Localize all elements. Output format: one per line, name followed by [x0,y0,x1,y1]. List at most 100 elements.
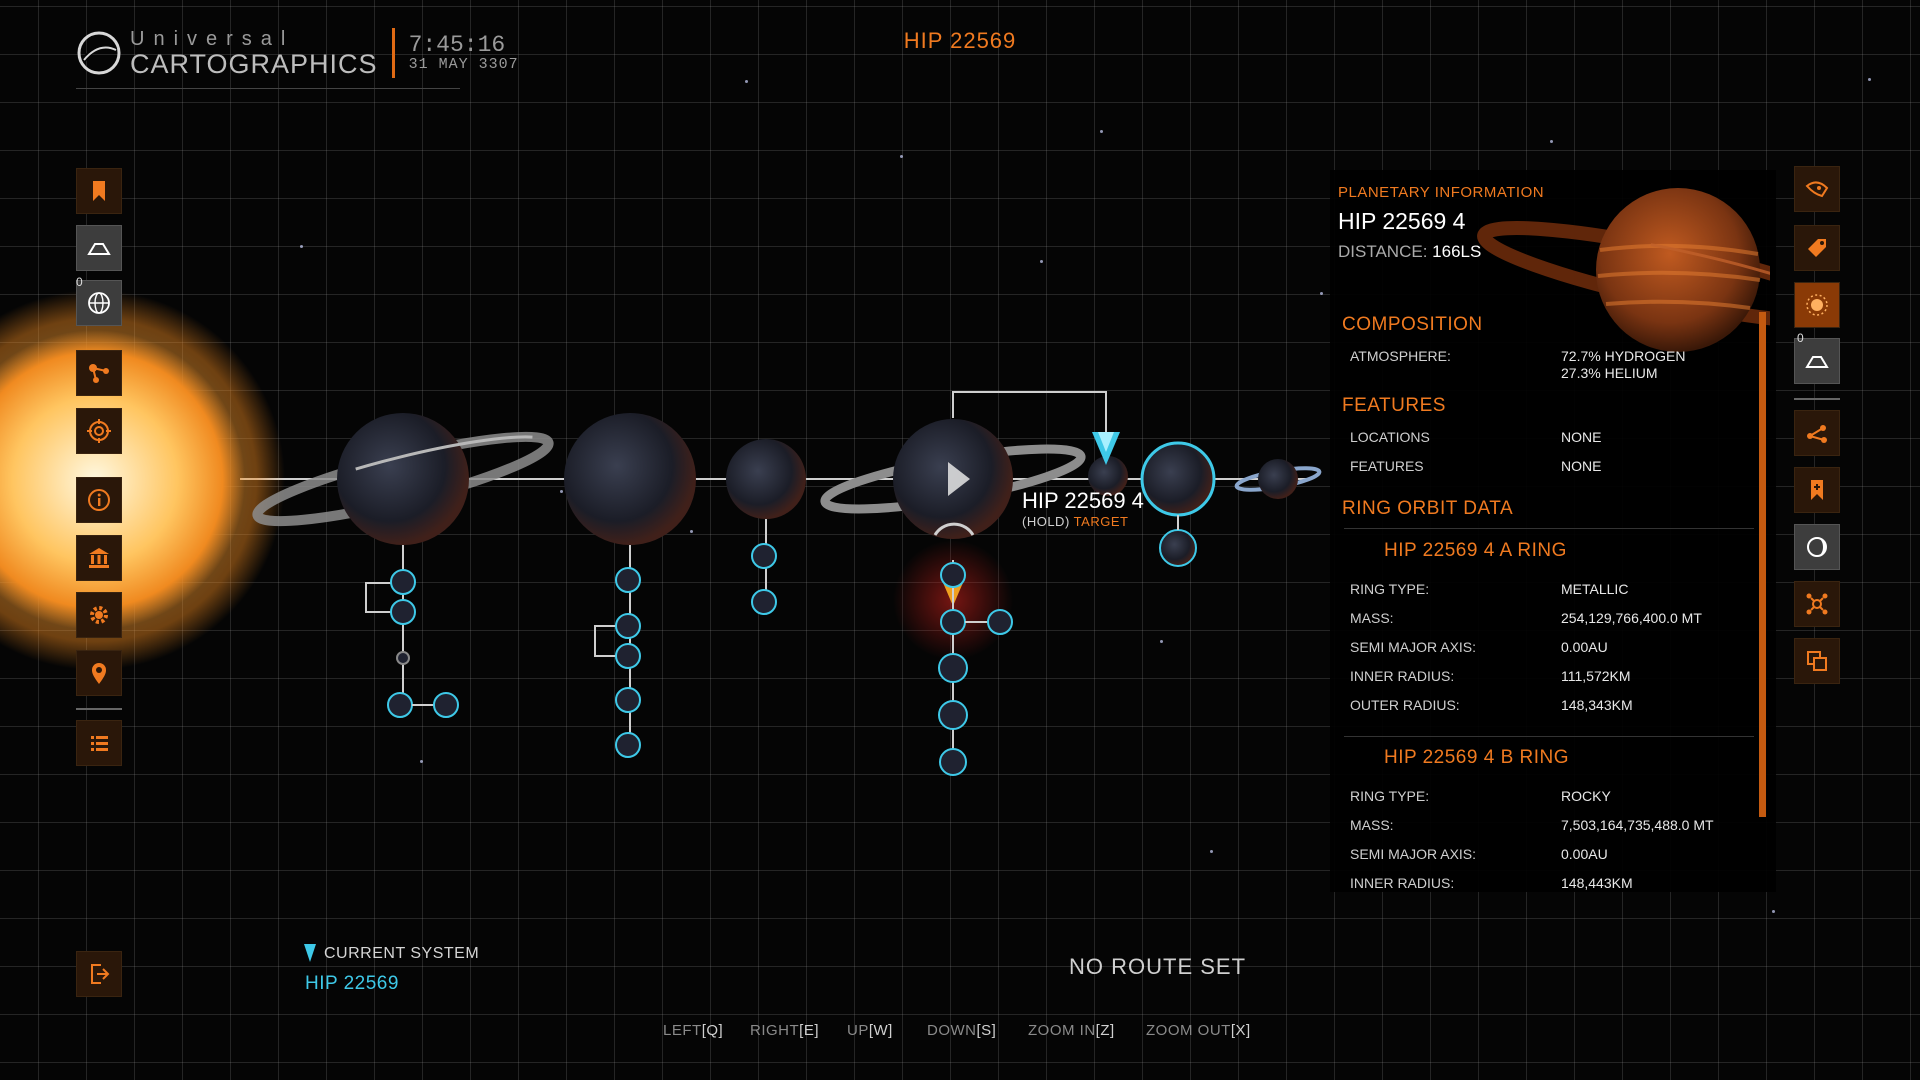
ring-b-sma-label: SEMI MAJOR AXIS: [1350,846,1477,862]
target-hint-key: (HOLD) [1022,514,1070,529]
tag-button[interactable] [1794,225,1840,271]
hand-info-icon [1805,181,1829,198]
ring-a-inner-value: 111,572KM [1561,668,1631,684]
planet-3[interactable] [726,439,806,519]
ring-a-type-value: METALLIC [1561,581,1629,597]
ring-a-divider [1344,528,1754,529]
panel-scrollbar[interactable] [1759,312,1766,817]
copy-button[interactable] [1794,638,1840,684]
sun-icon [1806,294,1828,316]
tools-button[interactable] [1794,166,1840,212]
star-primary[interactable] [0,290,285,670]
landing-dome-icon [87,243,111,255]
location-pin-icon [92,663,106,684]
key-hint-zoom-out-label: ZOOM OUT [1146,1022,1231,1039]
ring-b-inner-value: 148,443KM [1561,875,1633,891]
current-system-icon [304,944,316,962]
ring-a-mass-label: MASS: [1350,610,1394,626]
left-toolbar-divider [76,708,122,710]
moon-tree-planet-3[interactable] [751,519,777,615]
ring-a-sma-label: SEMI MAJOR AXIS: [1350,639,1477,655]
ring-b-type-value: ROCKY [1561,788,1611,804]
planet-5-moon[interactable] [1159,529,1197,567]
planet-4-ring-marker[interactable] [1088,456,1128,496]
key-hint-right-label: RIGHT [750,1022,800,1039]
globe-icon [88,292,110,314]
bank-icon [89,548,109,568]
planet-4-selected[interactable] [820,419,1086,660]
globe-filter-button[interactable]: 0 [76,275,122,326]
key-hint-zoom-in-key: [Z] [1095,1022,1115,1039]
target-hint-action[interactable]: TARGET [1073,514,1129,529]
key-hint-down-key: [S] [976,1022,997,1039]
targeting-button[interactable] [76,408,122,454]
ring-b-mass-value: 7,503,164,735,488.0 MT [1561,817,1714,833]
system-title: HIP 22569 [903,28,1017,53]
list-icon [91,736,108,751]
key-hint-down-label: DOWN [927,1022,977,1039]
target-label[interactable]: HIP 22569 4 [1022,488,1144,513]
key-hint-right-key: [E] [799,1022,820,1039]
route-button[interactable] [76,350,122,396]
ring-a-inner-label: INNER RADIUS: [1350,668,1455,684]
header-divider [76,88,460,89]
ring-a-outer-value: 148,343KM [1561,697,1633,713]
settings-gear-icon [90,606,108,624]
key-hint-up-key: [W] [868,1022,893,1039]
info-button[interactable] [76,477,122,523]
exit-map-button[interactable] [76,951,122,997]
add-bookmark-button[interactable] [1794,467,1840,513]
locations-button[interactable] [76,650,122,696]
moon-tree-planet-1[interactable] [365,545,459,718]
clock-time: 7:45:16 [408,32,506,59]
star-filter-button[interactable] [1794,282,1840,328]
list-view-button[interactable] [76,720,122,766]
moon-tree-planet-4[interactable] [938,560,1013,776]
stations-button-right[interactable]: 0 [1794,331,1840,384]
planetary-info-panel[interactable]: PLANETARY INFORMATION HIP 22569 4 DISTAN… [1330,170,1776,892]
ring-b-type-label: RING TYPE: [1350,788,1430,804]
ring-a-outer-label: OUTER RADIUS: [1350,697,1460,713]
stations-filter-button[interactable] [76,225,122,271]
right-toolbar-divider [1794,398,1840,400]
key-hint-zoom-in-label: ZOOM IN [1028,1022,1096,1039]
settings-button[interactable] [76,592,122,638]
economy-button[interactable] [76,535,122,581]
atmosphere-row: ATMOSPHERE: 72.7% HYDROGEN 27.3% HELIUM [1350,348,1740,382]
key-hint-left: LEFT[Q] [663,1022,723,1039]
key-hint-right: RIGHT[E] [750,1022,819,1039]
body-name: HIP 22569 4 [1338,208,1466,234]
key-hint-zoom-in: ZOOM IN[Z] [1028,1022,1115,1039]
app-logo: Universal CARTOGRAPHICS 7:45:16 31 MAY 3… [76,28,519,78]
ring-b-inner-label: INNER RADIUS: [1350,875,1455,891]
planet-2[interactable] [564,413,696,545]
distance-value: 166LS [1432,242,1482,261]
bookmark-icon [93,181,105,201]
game-clock: 7:45:16 31 MAY 3307 [409,33,519,73]
ring-a-title: HIP 22569 4 A RING [1384,540,1567,561]
logo-subtitle: Universal [130,27,295,50]
bookmarks-button[interactable] [76,168,122,214]
current-system-label: CURRENT SYSTEM [324,945,480,962]
current-system-name[interactable]: HIP 22569 [305,973,399,994]
route-button-right[interactable] [1794,410,1840,456]
atmosphere-label: ATMOSPHERE: [1350,348,1451,364]
planet-6[interactable] [1234,459,1322,499]
network-button[interactable] [1794,581,1840,627]
moon-icon [1807,537,1827,557]
bookmark-plus-icon [1811,480,1823,500]
body-distance: DISTANCE: 166LS [1338,242,1481,262]
planet-5[interactable] [1140,441,1216,517]
ring-b-divider [1344,736,1754,737]
planet-1[interactable] [252,413,554,545]
moons-button[interactable] [1794,524,1840,570]
header-separator [391,28,395,78]
stations-count-right: 0 [1797,331,1804,345]
ring-b-sma-value: 0.00AU [1561,846,1608,862]
moon-tree-planet-2[interactable] [594,545,641,758]
copy-icon [1807,651,1827,671]
clock-date: 31 MAY 3307 [408,56,519,74]
locations-value: NONE [1561,429,1602,445]
